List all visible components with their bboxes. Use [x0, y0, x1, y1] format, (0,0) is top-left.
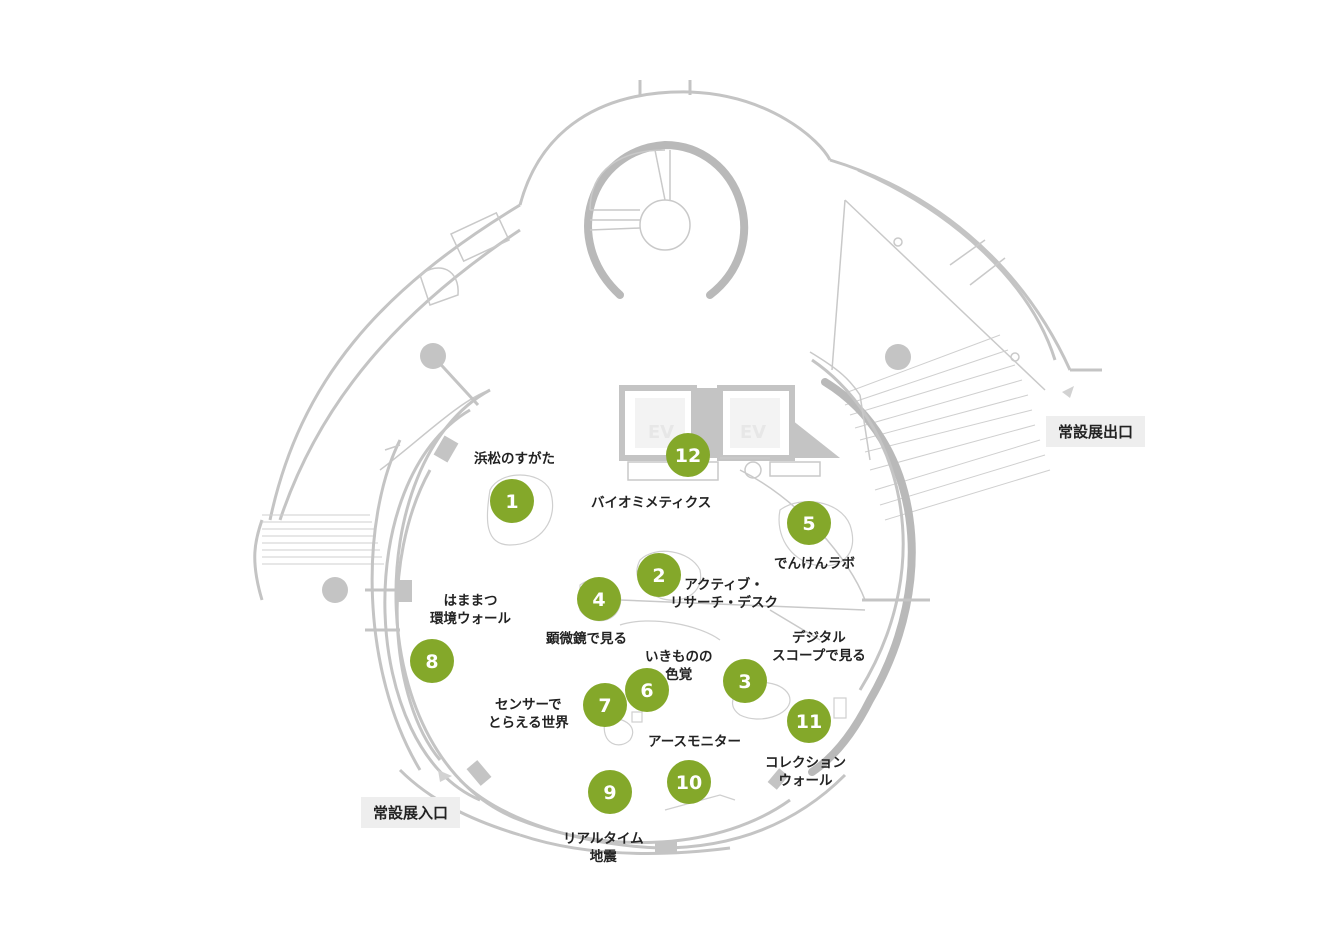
- exhibit-marker-4[interactable]: 4: [577, 577, 621, 621]
- marker-number: 7: [598, 695, 611, 717]
- elevator-block: EV EV: [619, 385, 840, 481]
- exhibit-label-5: でんけんラボ: [774, 556, 855, 572]
- main-hall: [365, 351, 1074, 856]
- exhibit-marker-6[interactable]: 6: [625, 668, 669, 712]
- exhibit-label-7: センサーで とらえる世界: [488, 697, 569, 732]
- marker-number: 3: [738, 671, 751, 693]
- marker-number: 9: [603, 782, 616, 804]
- exhibit-marker-10[interactable]: 10: [667, 760, 711, 804]
- pillar: [885, 344, 911, 370]
- exhibit-marker-5[interactable]: 5: [787, 501, 831, 545]
- marker-number: 12: [675, 445, 701, 467]
- exhibit-label-11: コレクション ウォール: [765, 755, 846, 790]
- exhibit-label-9: リアルタイム 地震: [563, 831, 644, 866]
- exhibit-marker-3[interactable]: 3: [723, 659, 767, 703]
- exhibit-label-2: アクティブ・ リサーチ・デスク: [670, 577, 778, 612]
- exhibit-marker-11[interactable]: 11: [787, 699, 831, 743]
- marker-number: 4: [592, 589, 605, 611]
- entrance-tag: 常設展入口: [361, 797, 461, 828]
- exhibit-marker-12[interactable]: 12: [666, 433, 710, 477]
- exhibit-marker-2[interactable]: 2: [637, 553, 681, 597]
- exhibit-label-1: 浜松のすがた: [474, 451, 555, 467]
- exhibit-label-6: いきものの 色覚: [645, 649, 713, 684]
- exhibit-marker-9[interactable]: 9: [588, 770, 632, 814]
- marker-number: 5: [802, 513, 815, 535]
- exhibit-label-4: 顕微鏡で見る: [546, 631, 627, 647]
- exhibit-label-3: デジタル スコープで見る: [772, 630, 866, 665]
- exhibit-label-12: バイオミメティクス: [591, 495, 712, 511]
- building-outline: [253, 80, 1102, 601]
- marker-number: 10: [676, 772, 702, 794]
- marker-number: 1: [505, 491, 518, 513]
- exhibit-marker-8[interactable]: 8: [410, 639, 454, 683]
- elevator-label: EV: [648, 422, 674, 443]
- elevator-label: EV: [740, 422, 766, 443]
- exhibit-marker-7[interactable]: 7: [583, 683, 627, 727]
- marker-number: 2: [652, 565, 665, 587]
- marker-number: 8: [425, 651, 438, 673]
- marker-number: 6: [640, 680, 653, 702]
- pillar: [322, 577, 348, 603]
- marker-number: 11: [796, 711, 822, 733]
- spiral-staircase: [584, 140, 749, 299]
- exhibit-label-8: はままつ 環境ウォール: [430, 593, 511, 628]
- exhibit-label-10: アースモニター: [648, 734, 742, 750]
- exit-tag: 常設展出口: [1046, 416, 1146, 447]
- exhibit-marker-1[interactable]: 1: [490, 479, 534, 523]
- stairs-left: [262, 514, 384, 565]
